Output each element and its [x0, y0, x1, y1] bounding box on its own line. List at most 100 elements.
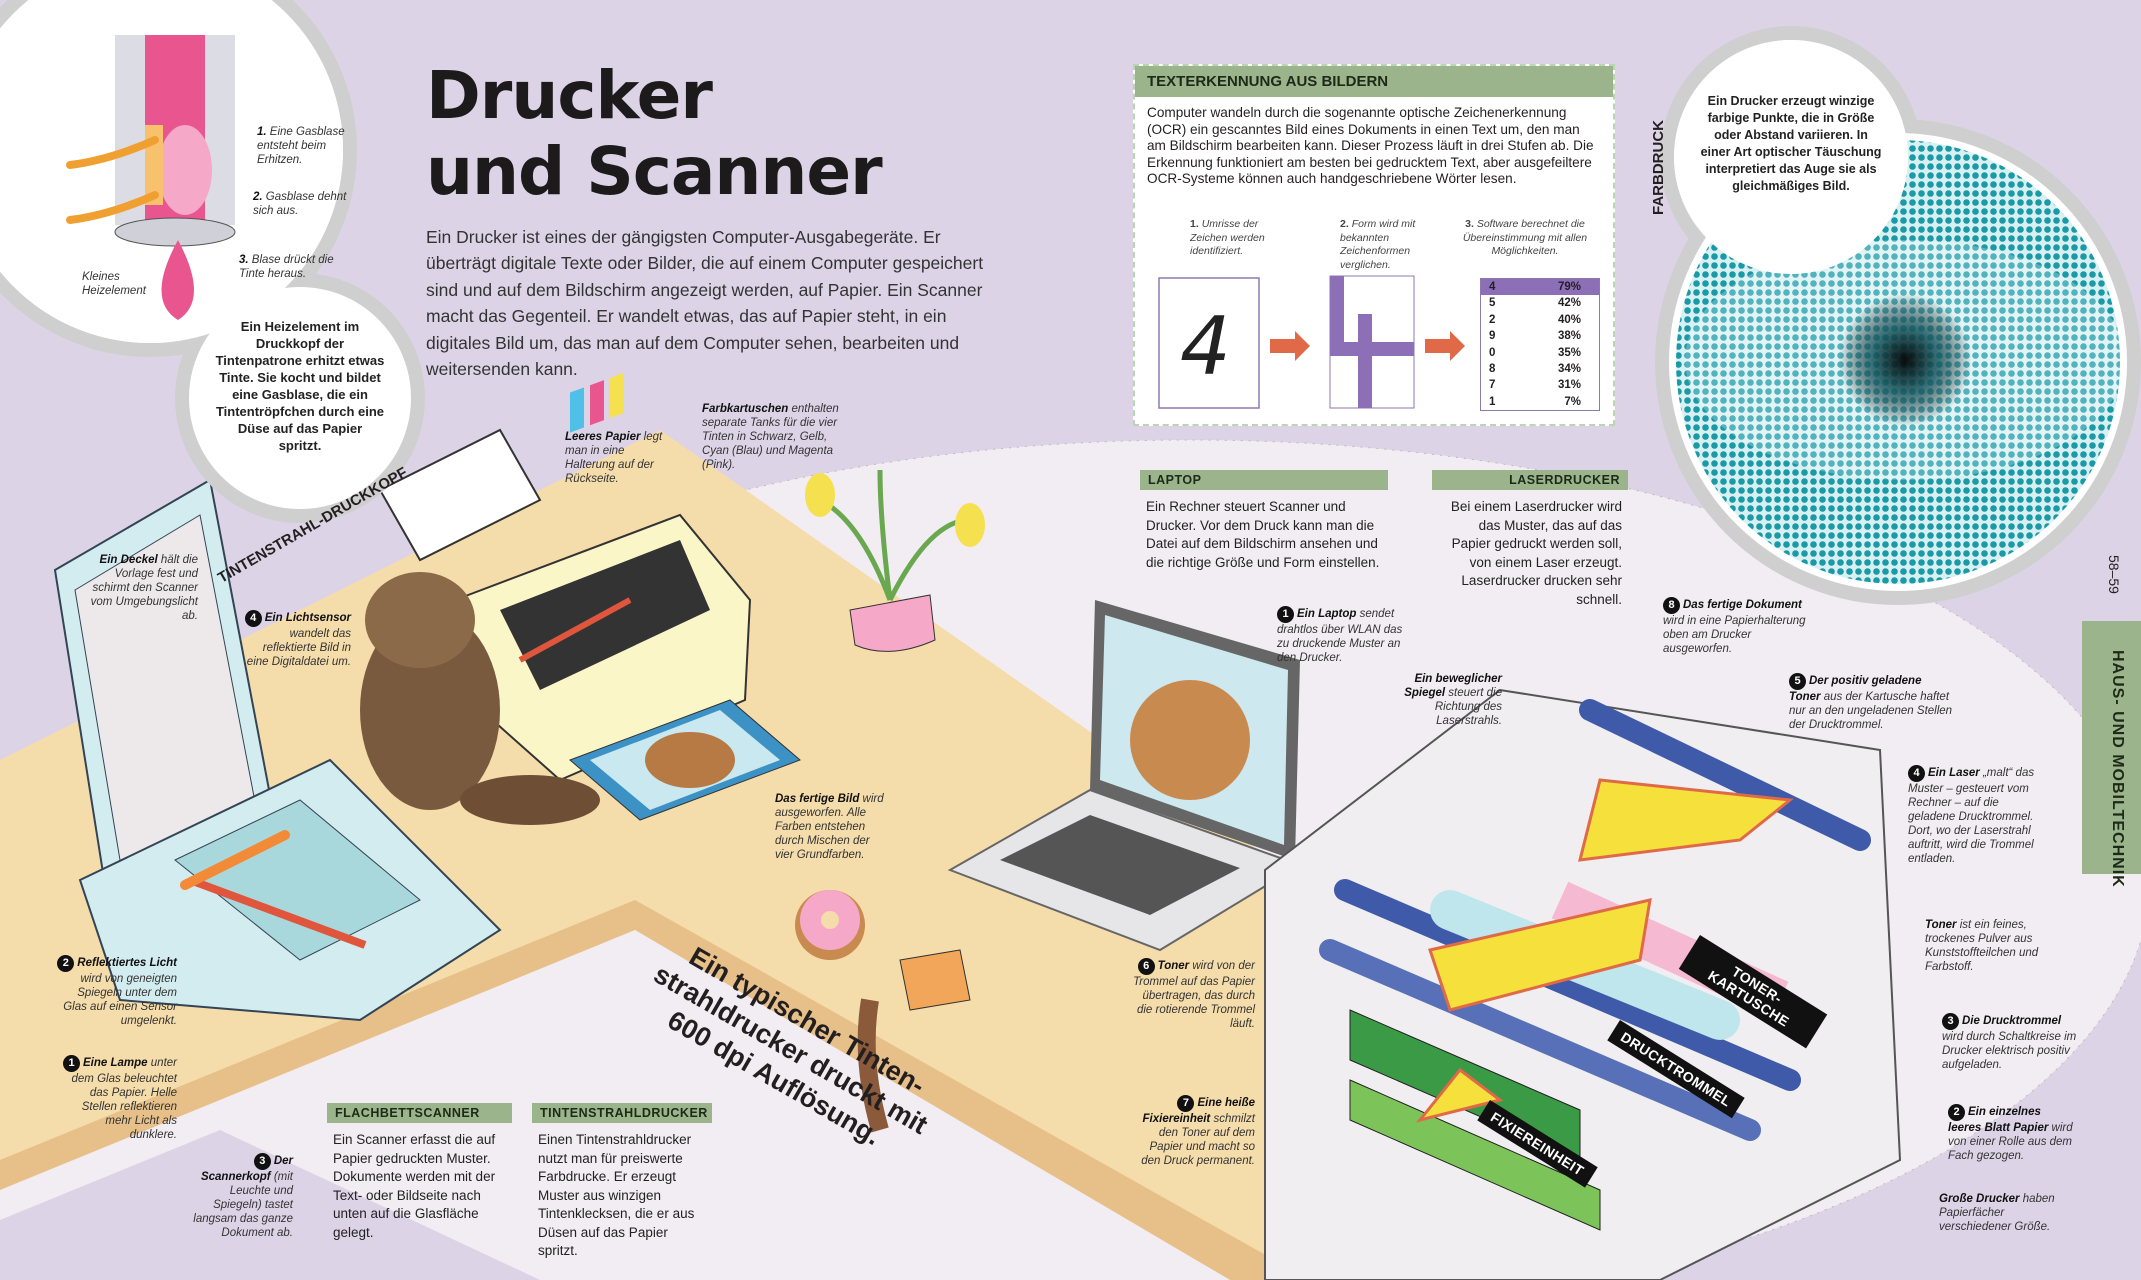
step-number-badge: 5 [1789, 673, 1806, 690]
step-number-badge: 4 [244, 610, 262, 627]
step-number-badge: 2 [57, 955, 75, 972]
step-number-badge: 8 [1663, 597, 1680, 614]
note-bold: Ein Laser [1928, 767, 1980, 779]
page-numbers: 58–59 [2106, 555, 2122, 594]
note-text: wird ausgeworfen. Alle Farben entstehen … [775, 793, 884, 861]
spilled-cup [899, 949, 971, 1011]
arrow-icon [1425, 331, 1465, 361]
step-num: 1. [1190, 218, 1199, 230]
note-text: sendet drahtlos über WLAN das zu drucken… [1277, 608, 1403, 664]
step-number-badge: 4 [1908, 765, 1925, 782]
note-text: (mit Leuchte und Spiegeln) tastet langsa… [193, 1171, 293, 1239]
note-text: wird von der Trommel auf das Papier über… [1133, 960, 1255, 1030]
note-bold: Der positiv geladene Toner [1789, 675, 1922, 703]
ocr-step-3: 3. Software berechnet die Übereinstimmun… [1460, 218, 1590, 259]
match-percent: 38% [1557, 330, 1581, 343]
match-percent: 42% [1557, 297, 1581, 310]
inkjet-body: Einen Tintenstrahldrucker nutzt man für … [538, 1132, 695, 1258]
ocr-step-1: 1. Umrisse der Zeichen werden identifizi… [1190, 218, 1285, 259]
plant [805, 469, 985, 652]
laptop-body: Ein Rechner steuert Scanner und Drucker.… [1146, 499, 1380, 570]
inkjet-note: Leeres Papier legt man in eine Halterung… [565, 430, 670, 486]
note-text: aus der Kartusche haftet nur an den unge… [1789, 691, 1953, 731]
note-bold: Ein Deckel [99, 554, 158, 566]
step-number-badge: 6 [1137, 958, 1155, 975]
laptop-box: LAPTOP Ein Rechner steuert Scanner und Dr… [1140, 470, 1388, 580]
ocr-match-row: 4 79% [1481, 279, 1599, 296]
inkjet-note: Farbkartuschen enthalten separate Tanks … [702, 402, 847, 472]
ocr-body: Computer wandeln durch die sogenannte op… [1147, 105, 1594, 187]
inkjet-head-bubble: Ein Heizelement im Druckkopf der Tintenp… [215, 319, 385, 453]
ocr-heading: TEXTERKENNUNG AUS BILDERN [1135, 66, 1613, 97]
step-num: 2. [253, 191, 263, 203]
note-bold: Toner [1925, 919, 1957, 931]
note-bold: Das fertige Bild [775, 793, 860, 805]
note-bold: Ein beweglicher Spiegel [1404, 673, 1502, 699]
laptop [947, 600, 1303, 952]
head-step-1: 1. Eine Gasblase entsteht beim Erhitzen. [257, 125, 347, 167]
note-text: haben Papierfächer verschiedener Größe. [1939, 1193, 2055, 1233]
note-bold: Ein Lichtsensor [264, 612, 351, 624]
step-number-badge: 3 [253, 1153, 271, 1170]
note-text: wird in eine Papierhalterung oben am Dru… [1663, 615, 1806, 655]
note-bold: Große Drucker [1939, 1193, 2020, 1205]
note-text: wird von geneigten Spiegeln unter dem Gl… [63, 973, 177, 1027]
laser-note: Ein beweglicher Spiegel steuert die Rich… [1372, 672, 1502, 728]
scanner-heading: FLACHBETTSCANNER [327, 1103, 512, 1123]
note-bold: Eine heiße Fixiereinheit [1142, 1097, 1255, 1125]
inkjet-note: Das fertige Bild wird ausgeworfen. Alle … [775, 792, 890, 862]
ocr-diagram: 4 [1158, 275, 1465, 409]
match-digit: 1 [1489, 395, 1496, 408]
laptop-heading: LAPTOP [1140, 470, 1388, 490]
match-digit: 2 [1489, 313, 1496, 326]
flatbed-scanner [53, 478, 502, 1022]
laser-note: Große Drucker haben Papierfächer verschi… [1939, 1192, 2061, 1234]
heater-label: Kleines Heizelement [82, 271, 146, 297]
note-text: enthalten separate Tanks für die vier Ti… [702, 403, 839, 471]
note-text: ist ein feines, trockenes Pulver aus Kun… [1925, 919, 2039, 973]
intro-text: Ein Drucker ist eines der gängigsten Com… [426, 227, 984, 380]
arrow-icon [1270, 331, 1310, 361]
ocr-match-row: 0 35% [1481, 345, 1599, 361]
head-step-2: 2. Gasblase dehnt sich aus. [253, 190, 348, 218]
ocr-panel: TEXTERKENNUNG AUS BILDERN Computer wande… [1133, 64, 1615, 426]
match-percent: 7% [1564, 395, 1581, 408]
inkjet-head-inset [0, 0, 425, 523]
match-digit: 4 [1489, 281, 1496, 293]
match-percent: 34% [1557, 363, 1581, 376]
note-bold: Toner [1157, 960, 1190, 972]
laser-heading: LASERDRUCKER [1432, 470, 1628, 490]
step-number-badge: 1 [63, 1055, 81, 1072]
note-bold: Leeres Papier [565, 431, 641, 443]
match-digit: 7 [1489, 379, 1496, 392]
match-digit: 8 [1489, 363, 1496, 376]
note-text: hält die Vorlage fest und schirmt den Sc… [90, 554, 198, 622]
step-text: Software berechnet die Übereinstimmung m… [1462, 218, 1588, 257]
color-print-inset [1655, 26, 2141, 605]
match-digit: 0 [1489, 346, 1496, 359]
cat-photo [360, 572, 600, 825]
note-text: „malt“ das Muster – gesteuert vom Rechne… [1908, 767, 2035, 865]
match-percent: 35% [1557, 346, 1581, 359]
inkjet-printer [378, 372, 801, 821]
note-text: steuert die Richtung des Laserstrahls. [1434, 687, 1502, 727]
inkjet-heading: TINTENSTRAHLDRUCKER [532, 1103, 712, 1123]
color-print-label: FARBDRUCK [1650, 120, 1667, 215]
step-text: Gasblase dehnt sich aus. [253, 191, 347, 217]
color-print-bubble: Ein Drucker erzeugt winzige farbige Punk… [1700, 94, 1882, 193]
note-bold: Eine Lampe [83, 1057, 148, 1069]
match-percent: 79% [1557, 281, 1581, 293]
note-text: wird durch Schaltkreise im Drucker elekt… [1942, 1031, 2077, 1071]
